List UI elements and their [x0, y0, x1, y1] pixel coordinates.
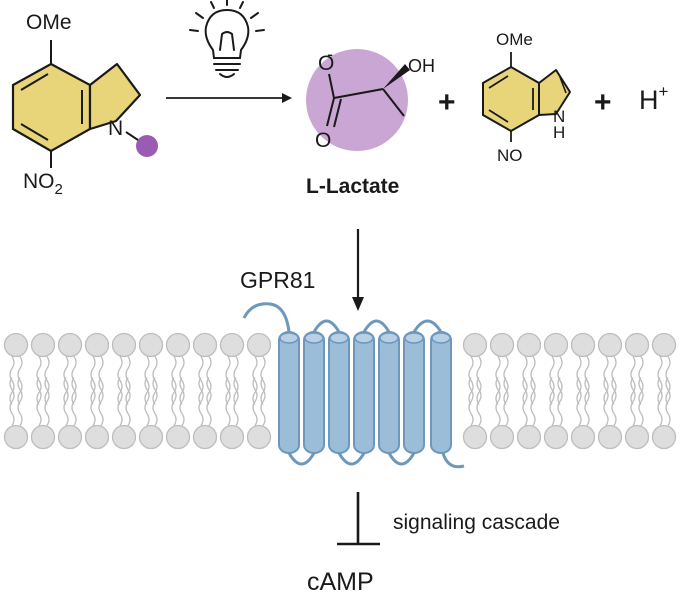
transmembrane-helix: [278, 331, 300, 454]
c1-c2-bond: [333, 88, 384, 99]
byproduct-h-label: H: [553, 123, 565, 142]
c2-methyl-bond: [382, 88, 405, 117]
receptor-loop: [337, 452, 366, 466]
byproduct-nitroso-label: NO: [497, 146, 523, 165]
lipid-molecule: [111, 332, 137, 450]
carboxylate-single-bond: [328, 73, 335, 99]
benzene-ring: [11, 62, 92, 153]
receptor-loop: [312, 319, 341, 333]
transmembrane-helix: [430, 331, 452, 454]
proton-charge: +: [659, 82, 669, 101]
camp-label: cAMP: [307, 568, 374, 596]
transmembrane-helices: [278, 319, 452, 466]
pyrrole-double-bond: [559, 76, 567, 94]
proton-symbol: H: [639, 85, 659, 115]
proton-label: H+: [639, 82, 669, 115]
nitrosoindole-molecule: [482, 52, 571, 142]
lactate-halo: [306, 49, 408, 151]
lipid-molecule: [57, 332, 83, 450]
lipid-molecule: [138, 332, 164, 450]
aromatic-bond: [20, 123, 49, 141]
cage-attachment-dot: [136, 135, 158, 157]
inhibition-arrow: [337, 492, 380, 546]
light-bulb-icon: [189, 0, 265, 78]
carboxylate-double-bond-2: [333, 98, 342, 128]
plus-sign-1: +: [438, 86, 456, 119]
helix-cap: [329, 332, 349, 344]
caged-nitro-label: NO2: [23, 170, 63, 198]
carboxylate-charge: -: [327, 44, 333, 64]
helix-cap: [354, 332, 374, 344]
caged-methoxy-label: OMe: [26, 11, 72, 34]
receptor-loop: [387, 452, 416, 466]
receptor-loop: [287, 452, 316, 466]
reaction-arrow: [166, 93, 292, 103]
lipid-molecule: [516, 332, 542, 450]
pyrrolidine-ring: [88, 62, 142, 131]
aromatic-bond: [488, 109, 509, 123]
carboxylate-double-bond: [326, 97, 335, 127]
caged-ring-n-label: N: [108, 117, 123, 140]
transmembrane-helix: [378, 331, 400, 454]
transmembrane-helix: [353, 331, 375, 454]
transmembrane-helix: [303, 331, 325, 454]
lipid-molecule: [246, 332, 272, 450]
lipid-molecule: [597, 332, 623, 450]
lipid-molecule: [192, 332, 218, 450]
signaling-cascade-label: signaling cascade: [393, 511, 560, 534]
wedge-bond: [383, 64, 410, 89]
helix-cap: [404, 332, 424, 344]
plus-sign-2: +: [594, 86, 612, 119]
gpr81-receptor: [242, 302, 465, 469]
receptor-loop: [412, 319, 443, 333]
hydroxyl-label: OH: [408, 56, 435, 76]
lipid-molecule: [624, 332, 650, 450]
carboxylate-oxygen: O: [318, 52, 334, 75]
activation-arrow: [352, 229, 364, 311]
lipid-molecule: [219, 332, 245, 450]
aromatic-bond: [488, 75, 509, 89]
aromatic-bond: [20, 73, 49, 91]
receptor-label: GPR81: [240, 267, 315, 293]
nitro-subscript-text: 2: [55, 181, 63, 198]
byproduct-benzene-ring: [482, 65, 540, 133]
lipid-molecule: [165, 332, 191, 450]
lipid-molecule: [30, 332, 56, 450]
lipid-molecule: [84, 332, 110, 450]
lipid-molecule: [543, 332, 569, 450]
carbonyl-oxygen: O: [315, 129, 331, 152]
helix-cap: [379, 332, 399, 344]
lactate-name-label: L-Lactate: [306, 175, 399, 198]
helix-cap: [279, 332, 299, 344]
helix-cap: [431, 332, 451, 344]
lactate-molecule: [326, 73, 405, 128]
receptor-n-terminus: [242, 302, 291, 333]
lipid-molecule: [462, 332, 488, 450]
receptor-loop: [362, 319, 391, 333]
lipid-molecule: [570, 332, 596, 450]
caged-lactate-molecule: [11, 40, 158, 168]
byproduct-n-label: N: [553, 107, 565, 126]
nitro-main-text: NO: [23, 170, 55, 193]
lipid-molecule: [651, 332, 677, 450]
transmembrane-helix: [403, 331, 425, 454]
lipid-molecule: [3, 332, 29, 450]
lipid-molecule: [489, 332, 515, 450]
receptor-c-terminus: [441, 452, 465, 469]
byproduct-methoxy-label: OMe: [496, 30, 533, 49]
helix-cap: [304, 332, 324, 344]
transmembrane-helix: [328, 331, 350, 454]
